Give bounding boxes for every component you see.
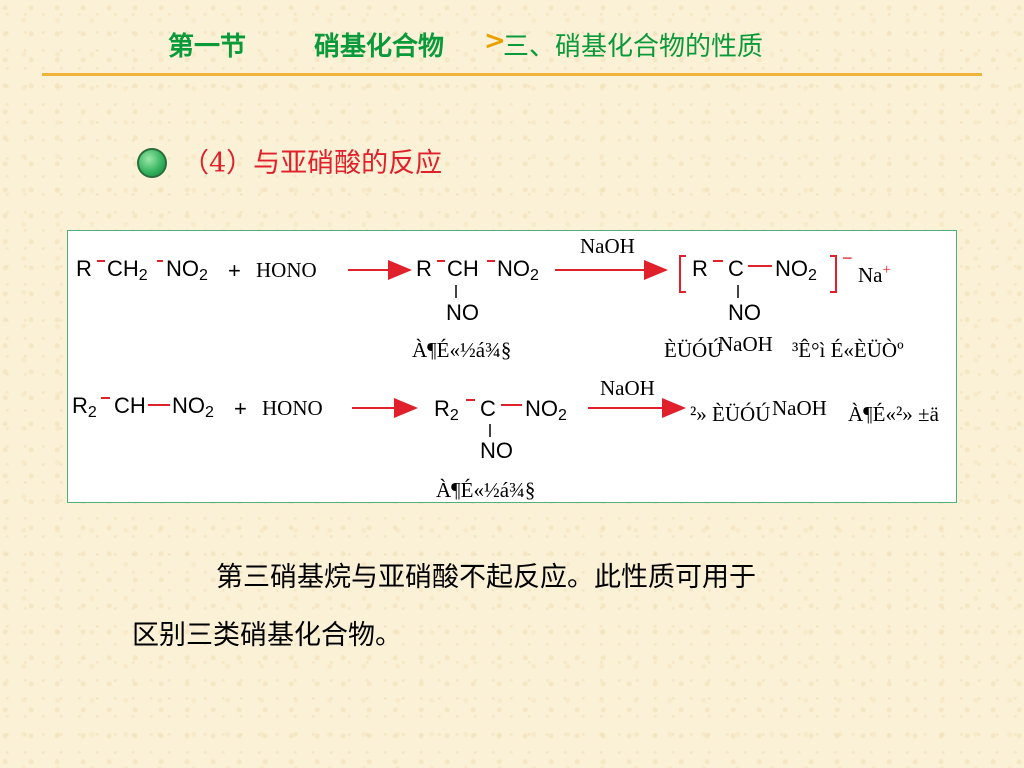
topic-title: 硝基化合物	[314, 32, 445, 62]
r2-prod-r2: R2	[434, 396, 459, 424]
sub-heading: （4）与亚硝酸的反应	[182, 148, 443, 179]
r2-prod-c: C	[480, 396, 496, 421]
r1-reagent: HONO	[256, 258, 317, 282]
r1-salt-c: C	[728, 256, 744, 281]
r2-tail-naoh: NaOH	[772, 396, 827, 420]
subtopic-title: 三、硝基化合物的性质	[503, 32, 764, 62]
r1-salt-label-naoh: NaOH	[718, 332, 773, 356]
r2-arrow-label: NaOH	[600, 376, 655, 400]
r1-salt-no2: NO2	[775, 256, 817, 284]
header-divider	[42, 73, 982, 76]
section-title: 第一节	[168, 32, 247, 62]
r1-salt-r: R	[692, 256, 708, 281]
breadcrumb-separator: >	[484, 26, 506, 56]
salt-bracket-right	[830, 255, 837, 293]
r1-arrow-label: NaOH	[580, 234, 635, 258]
r1-plus: +	[228, 258, 241, 283]
r2-tail-1: ²» ÈÜÓÚ	[690, 402, 771, 426]
r1-reactant-ch: CH2	[107, 256, 148, 284]
reaction-box	[67, 230, 957, 503]
body-line-1: 第三硝基烷与亚硝酸不起反应。此性质可用于	[216, 562, 756, 593]
r2-prod-no: NO	[480, 438, 513, 463]
r2-prod-no2: NO2	[525, 396, 567, 424]
r1-prod-no2: NO2	[497, 256, 539, 284]
r1-salt-label-2: ³Ê°ì É«ÈÜÒº	[792, 338, 904, 362]
r2-reactant-no2: NO2	[172, 393, 214, 421]
r2-plus: +	[234, 396, 247, 421]
r1-prod-r: R	[416, 256, 432, 281]
r2-prod-label: À¶É«½á¾§	[436, 478, 536, 502]
r1-prod-no: NO	[446, 300, 479, 325]
r2-tail-2: À¶É«²» ±ä	[848, 402, 939, 426]
salt-bracket-left	[679, 255, 686, 293]
r1-prod-ch: CH	[447, 256, 479, 281]
r2-reactant-ch: CH	[114, 393, 146, 418]
r1-salt-charge: −	[842, 248, 853, 268]
bullet-dot-icon	[137, 148, 167, 178]
r1-prod-label: À¶É«½á¾§	[412, 338, 512, 362]
body-line-2: 区别三类硝基化合物。	[132, 620, 402, 651]
r1-salt-label-1: ÈÜÓÚ	[664, 338, 723, 362]
r1-salt-na: Na+	[858, 262, 891, 287]
r2-reactant-r2: R2	[72, 393, 97, 421]
r1-reactant-no2: NO2	[166, 256, 208, 284]
r1-reactant-r: R	[76, 256, 92, 281]
r1-salt-no: NO	[728, 300, 761, 325]
r2-reagent: HONO	[262, 396, 323, 420]
